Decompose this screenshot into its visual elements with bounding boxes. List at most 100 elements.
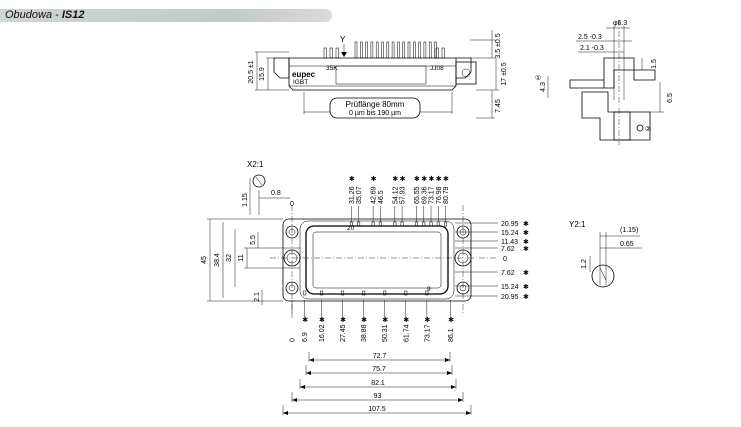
right-dim-label: 15.24 (501, 284, 519, 291)
side-pin (402, 41, 405, 59)
side-pin (360, 41, 363, 59)
right-dim-mark: ✱ (523, 269, 529, 277)
pin-dim-b: 2.1 -0.3 (580, 45, 604, 52)
top-pin-dim-mark: ✱ (392, 175, 398, 183)
bottom-pin-dim-mark: ✱ (361, 316, 367, 324)
top-pin-dim-mark: ✱ (421, 175, 427, 183)
side-pin (381, 41, 384, 59)
bottom-pins (303, 290, 429, 296)
side-right-flange (455, 61, 477, 85)
header-bar (0, 9, 332, 22)
length-dim-label: 93 (374, 393, 382, 400)
module-inner-frame (305, 225, 449, 295)
side-left-tab (273, 57, 290, 79)
left-dim-height: 45 (201, 256, 208, 264)
top-pin-dim-label: 76.98 (436, 186, 443, 204)
right-dim-mark: ✱ (523, 283, 529, 291)
side-pin (441, 47, 445, 59)
side-dim-height-total: 20.5 ±1 (248, 60, 255, 83)
test-range-label: 0 µm bis 190 µm (349, 110, 401, 117)
left-dim-21: 2.1 (254, 292, 261, 302)
right-zero-label: 0 (503, 256, 507, 263)
bottom-pin-dim-label: 16.02 (319, 324, 326, 342)
side-pin (386, 41, 390, 59)
left-dim-55: 5.5 (250, 235, 257, 245)
right-dim-mark: ✱ (523, 245, 529, 253)
bottom-pin (320, 290, 323, 296)
top-pin-dim-label: 73.17 (429, 186, 436, 204)
pin-dim-c: 1.5 (651, 59, 658, 69)
top-pin-dim-label: 54.12 (392, 186, 399, 204)
side-pin (370, 41, 374, 59)
bottom-pin-dim-mark: ✱ (302, 316, 308, 324)
side-pin (413, 41, 416, 59)
side-pin (397, 41, 400, 59)
detail-x-dim-b: 0.8 (271, 190, 281, 197)
pin-marker-a: ① (535, 74, 541, 82)
length-dim-label: 72.7 (373, 353, 387, 360)
right-dim-label: 20.95 (501, 221, 519, 228)
detail-y-label: Y2:1 (569, 220, 586, 229)
side-module-text: IGBT (293, 79, 308, 86)
side-right-tab (456, 57, 472, 79)
pin-marker-b: ② (645, 125, 651, 133)
detail-y-circle (591, 264, 615, 288)
page-title: Obudowa - IS12 (5, 9, 85, 22)
pin-detail-view: φ6.3 2.5 -0.3 2.1 -0.3 ② 1.5 6.5 4.3 ① (535, 20, 674, 145)
bottom-pin-dim-mark: ✱ (448, 316, 454, 324)
bottom-pin (404, 290, 408, 296)
detail-x-label: X2:1 (247, 160, 264, 169)
bottom-pin-dim-mark: ✱ (424, 316, 430, 324)
side-pin (435, 47, 439, 59)
right-dim-mark: ✱ (523, 293, 529, 301)
bottom-pin-dim-mark: ✱ (382, 316, 388, 324)
side-dim-pin-length: 3.5 ±0.5 (495, 33, 502, 58)
right-dim-label: 11.43 (501, 239, 518, 246)
detail-y-dim-a: (1.15) (620, 227, 638, 234)
side-pin (365, 41, 368, 59)
pin-dim-a: 2.5 -0.3 (578, 34, 602, 41)
right-dim-mark: ✱ (523, 229, 529, 237)
detail-x-circle (252, 174, 266, 188)
detail-y-view: Y2:1 (1.15) 0.65 1.2 (569, 220, 642, 288)
bottom-pin (341, 290, 345, 296)
right-dim-label: 7.62 (501, 246, 515, 253)
right-dim-label: 7.62 (501, 270, 515, 277)
top-pin-dim-label: 65.55 (414, 186, 421, 204)
test-length-box (329, 97, 421, 119)
bottom-pin-dim-label: 50.31 (382, 324, 389, 342)
bottom-pin (425, 290, 429, 296)
bottom-pin-dim-mark: ✱ (340, 316, 346, 324)
pin-housing-section (581, 91, 651, 141)
bottom-pin (303, 290, 307, 296)
test-length-label: Prüflänge 80mm (346, 100, 405, 109)
detail-y-dim-b: 0.65 (620, 241, 634, 248)
right-dim-mark: ✱ (523, 238, 529, 246)
right-dim-mark: ✱ (523, 220, 529, 228)
side-brand: eupec (292, 70, 316, 79)
side-pin (434, 41, 437, 59)
length-dim-label: 107.5 (368, 406, 386, 413)
bottom-pin-dim-label: 6.9 (302, 332, 309, 342)
side-pin (335, 47, 339, 59)
detail-x-view: X2:1 1.15 0.8 0 (242, 160, 294, 215)
title-code: IS12 (61, 9, 85, 21)
right-dim-label: 15.24 (501, 230, 519, 237)
right-dimensions: 20.95✱15.24✱11.43✱7.62✱7.62✱15.24✱20.95✱ (455, 220, 529, 301)
side-module-part: JJ08 (430, 65, 444, 72)
side-pin (354, 41, 358, 59)
left-dim-11: 11 (238, 254, 245, 261)
pin-label-bottom: 9 (427, 286, 431, 293)
top-pin-dim-label: 57.93 (400, 186, 407, 204)
top-pin-dim-label: 69.36 (421, 186, 428, 204)
side-module-code: 35K (326, 65, 338, 72)
left-dim-32: 32 (226, 254, 233, 262)
top-pin-dim-mark: ✱ (429, 175, 435, 183)
top-pin-dim-mark: ✱ (436, 175, 442, 183)
top-pin-dim-label: 42.69 (371, 186, 378, 204)
side-dim-bottom: 7.45 (495, 99, 502, 113)
pin-diameter-label: φ6.3 (613, 20, 627, 27)
side-pin (428, 41, 432, 59)
